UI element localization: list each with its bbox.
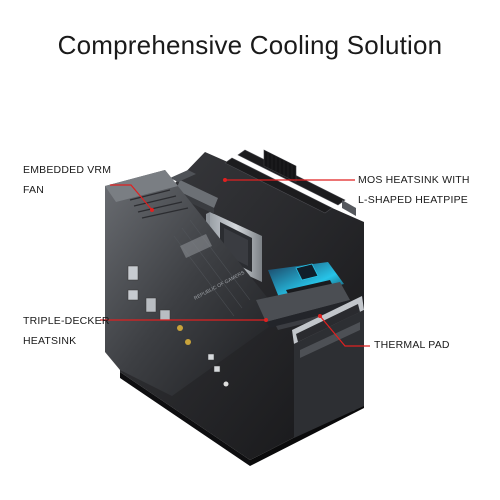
- io-shroud: REPUBLIC OF GAMERS: [105, 170, 274, 396]
- page-title: Comprehensive Cooling Solution: [57, 30, 443, 60]
- callout-line-vrm: [110, 184, 153, 211]
- callout-line-2: FAN: [23, 184, 45, 196]
- power-connector: [263, 149, 297, 183]
- rear-io-ports: [127, 265, 229, 387]
- callout-thermal-pad: THERMAL PAD: [374, 335, 450, 355]
- callout-mos-heatsink: MOS HEATSINK WITH L-SHAPED HEATPIPE: [358, 170, 470, 210]
- callout-line-thermal: [319, 315, 370, 347]
- vrm-fan-grille: [129, 189, 189, 219]
- callout-line-2: L-SHAPED HEATPIPE: [358, 194, 468, 206]
- callout-line-1: THERMAL PAD: [374, 339, 450, 351]
- callout-line-1: EMBEDDED VRM: [23, 164, 112, 176]
- callout-lines: [100, 178, 370, 347]
- callout-triple-decker-heatsink: TRIPLE-DECKER HEATSINK: [23, 311, 110, 351]
- pcie-slot: [292, 296, 364, 438]
- callout-embedded-vrm-fan: EMBEDDED VRM FAN: [23, 160, 111, 200]
- callout-line-2: HEATSINK: [23, 335, 77, 347]
- callout-line-1: TRIPLE-DECKER: [23, 315, 110, 327]
- callout-line-1: MOS HEATSINK WITH: [358, 174, 470, 186]
